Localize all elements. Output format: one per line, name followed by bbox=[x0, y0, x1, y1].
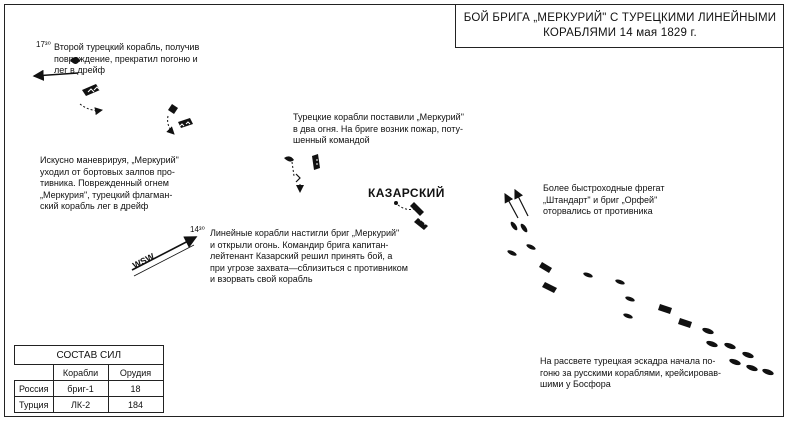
turkish-ship bbox=[168, 104, 178, 114]
drift-arrow bbox=[32, 69, 79, 81]
forces-row-country: Турция bbox=[14, 396, 54, 413]
forces-row-ships: бриг-1 bbox=[52, 380, 109, 397]
forces-header-ships: Корабли bbox=[52, 364, 109, 381]
wind-arrow bbox=[131, 236, 198, 277]
map-title: БОЙ БРИГА „МЕРКУРИЙ" С ТУРЕЦКИМИ ЛИНЕЙНЫ… bbox=[455, 4, 784, 48]
note-two-fires: Турецкие корабли поставили „Меркурий" в … bbox=[293, 112, 464, 145]
turkish-ship bbox=[178, 118, 193, 128]
time-1730: 17³⁰ bbox=[36, 40, 51, 49]
scene-kazarsky bbox=[394, 201, 428, 230]
scene-two-fires bbox=[284, 154, 320, 193]
mercury-brig bbox=[295, 173, 301, 183]
turkish-ship bbox=[410, 202, 424, 216]
forces-row-ships: ЛК-2 bbox=[52, 396, 109, 413]
forces-row-guns: 184 bbox=[107, 396, 164, 413]
turkish-ship bbox=[70, 57, 80, 64]
note-second-ship: Второй турецкий корабль, получив поврежд… bbox=[54, 42, 200, 75]
turkish-ship bbox=[284, 156, 294, 162]
turkish-squadron bbox=[507, 244, 774, 376]
forces-title: СОСТАВ СИЛ bbox=[14, 345, 164, 365]
scene-1730 bbox=[32, 57, 103, 116]
note-maneuver: Искусно маневрируя, „Меркурий" уходил от… bbox=[40, 155, 179, 211]
turkish-ship bbox=[82, 84, 100, 96]
kazarsky-label: КАЗАРСКИЙ bbox=[368, 186, 445, 200]
note-dawn: На рассвете турецкая эскадра начала по- … bbox=[540, 356, 722, 389]
time-1430: 14³⁰ bbox=[190, 225, 205, 234]
note-frigates: Более быстроходные фрегат „Штандарт" и б… bbox=[543, 183, 665, 216]
forces-row-guns: 18 bbox=[107, 380, 164, 397]
turkish-ship bbox=[312, 154, 320, 170]
turkish-ship bbox=[414, 218, 428, 230]
map-title-line2: КОРАБЛЯМИ 14 мая 1829 г. bbox=[543, 27, 697, 39]
map-frame bbox=[4, 4, 784, 417]
forces-header-guns: Орудия bbox=[107, 364, 164, 381]
forces-row-country: Россия bbox=[14, 380, 54, 397]
note-line-ships: Линейные корабли настигли бриг „Меркурий… bbox=[210, 228, 408, 284]
scene-maneuver bbox=[166, 104, 193, 135]
forces-table: СОСТАВ СИЛ Корабли Орудия Россия бриг-1 … bbox=[14, 345, 164, 413]
map-title-line1: БОЙ БРИГА „МЕРКУРИЙ" С ТУРЕЦКИМИ ЛИНЕЙНЫ… bbox=[463, 12, 777, 24]
scene-frigates bbox=[504, 188, 529, 233]
